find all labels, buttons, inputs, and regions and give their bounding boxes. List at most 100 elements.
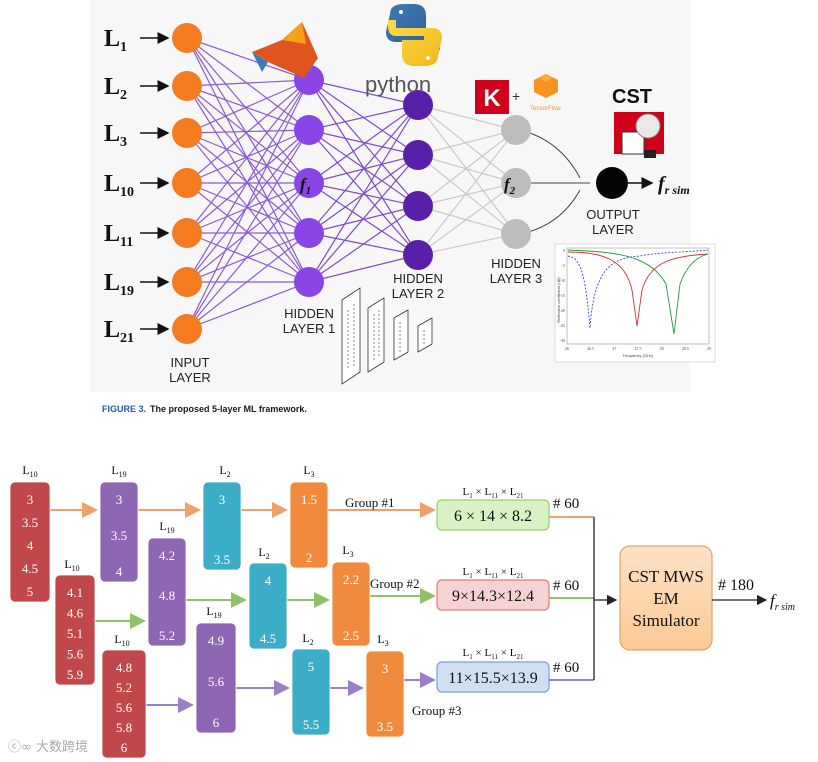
group-count: # 60: [553, 660, 579, 676]
product-header: L1 × L11 × L21: [463, 486, 524, 500]
hidden-layer-1-nodes: [294, 65, 324, 297]
product-header: L1 × L11 × L21: [463, 566, 524, 580]
column-value: 2.5: [343, 628, 359, 643]
column-value: 4.5: [22, 561, 38, 576]
column-box: [9, 481, 51, 603]
f1-label: f1: [300, 175, 311, 197]
chart-xtick: 26.5: [587, 346, 594, 351]
column-value: 3.5: [22, 515, 38, 530]
hidden3-node: [501, 168, 531, 198]
product-box: [436, 499, 550, 531]
input-node: [172, 23, 202, 53]
chart-xtick: 27: [612, 346, 616, 351]
column-label: L19: [206, 604, 221, 620]
output-node: [596, 167, 628, 199]
input-node: [172, 71, 202, 101]
hidden1-node: [294, 168, 324, 198]
hidden-layer-2-nodes: [403, 90, 433, 270]
chart-ylabel: Reflection coefficient (dB): [556, 277, 561, 323]
chart-xtick: 28.5: [682, 346, 689, 351]
group-name: Group #2: [370, 576, 419, 591]
column-box: [147, 537, 187, 647]
column-value: 3: [219, 492, 226, 507]
column-value: 1.5: [301, 492, 317, 507]
chart-ytick: -30: [560, 338, 565, 343]
column-label: L10: [64, 557, 79, 573]
hidden1-hidden2-connections: [308, 79, 419, 283]
input-label: L21: [104, 317, 134, 346]
column-value: 4.8: [159, 588, 175, 603]
watermark: ⓒ∞ 大数跨境: [8, 740, 88, 755]
figure-caption: FIGURE 3.The proposed 5-layer ML framewo…: [102, 404, 307, 414]
watermark-icon: ⓒ∞: [8, 740, 36, 755]
product-value: 9×14.3×12.4: [452, 588, 534, 605]
column-label: L2: [302, 631, 313, 647]
column-label: L3: [303, 463, 314, 479]
column-box: [202, 481, 242, 571]
keras-logo: K: [475, 80, 509, 114]
chart-xtick: 29: [707, 346, 711, 351]
column-value: 6: [213, 715, 220, 730]
column-value: 5.6: [208, 674, 225, 689]
caption-text: The proposed 5-layer ML framework.: [150, 404, 307, 414]
chart-ytick: -15: [560, 293, 565, 298]
column-value: 4: [116, 564, 123, 579]
input-node: [172, 168, 202, 198]
column-value: 5.2: [116, 680, 132, 695]
column-value: 3: [116, 492, 123, 507]
column-value: 3: [382, 661, 389, 676]
input-label: L10: [104, 171, 134, 200]
column-label: L2: [219, 463, 230, 479]
column-value: 5: [27, 584, 34, 599]
tensorflow-text: TensorFlow: [530, 106, 561, 112]
plus-sign: +: [512, 88, 520, 104]
column-label: L2: [258, 545, 269, 561]
product-box: [436, 661, 550, 693]
hidden2-node: [403, 191, 433, 221]
column-value: 6: [121, 740, 128, 755]
hidden3-node: [501, 219, 531, 249]
column-value: 4: [265, 573, 272, 588]
column-box: [289, 481, 329, 569]
column-value: 4.1: [67, 585, 83, 600]
python-logo: [386, 4, 442, 66]
column-value: 5.9: [67, 667, 83, 682]
group-name: Group #1: [345, 495, 394, 510]
column-value: 3: [27, 492, 34, 507]
hidden2-hidden3-connections: [417, 104, 517, 256]
input-label: L2: [104, 74, 127, 103]
chart-xtick: 26: [565, 346, 569, 351]
group-count: # 60: [553, 578, 579, 594]
matlab-logo: [252, 22, 318, 78]
group-name: Group #3: [412, 703, 461, 718]
svg-text:K: K: [483, 85, 501, 112]
figure-label: FIGURE 3.: [102, 404, 147, 414]
output-variable: fr sim: [658, 173, 690, 197]
f2-label: f2: [504, 175, 516, 197]
column-value: 3.5: [377, 719, 393, 734]
input-node: [172, 218, 202, 248]
cst-text: CST: [612, 86, 652, 108]
group-connector-lines: [50, 502, 436, 713]
hidden1-node: [294, 218, 324, 248]
column-box: [101, 649, 147, 759]
product-value: 6 × 14 × 8.2: [454, 508, 532, 525]
